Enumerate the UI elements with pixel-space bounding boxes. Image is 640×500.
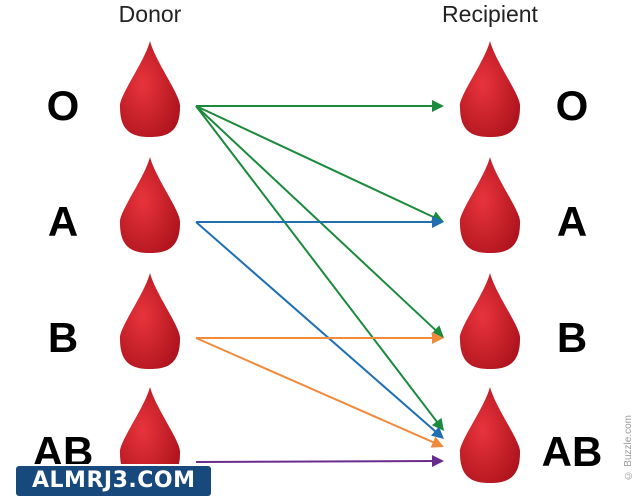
arrow-o-to-o xyxy=(196,100,444,112)
site-watermark: ALMRJ3.COM xyxy=(16,466,212,496)
donor-drop-a xyxy=(119,157,181,253)
donor-header: Donor xyxy=(118,1,182,27)
recipient-label-ab: AB xyxy=(541,428,603,475)
donor-label-a: A xyxy=(47,198,79,245)
credit-text: © Buzzle.com xyxy=(623,415,634,481)
arrow-a-to-a xyxy=(196,216,444,228)
recipient-header: Recipient xyxy=(442,1,538,27)
recipient-drop-o xyxy=(459,41,521,137)
arrow-o-to-a xyxy=(195,105,444,223)
donor-label-o: O xyxy=(46,82,80,129)
arrow-b-to-ab xyxy=(195,337,444,448)
arrow-b-to-b xyxy=(196,332,444,344)
recipient-label-b: B xyxy=(556,314,588,361)
donor-drop-o xyxy=(119,41,181,137)
donor-label-b: B xyxy=(47,314,79,361)
donor-drop-b xyxy=(119,273,181,369)
recipient-drop-b xyxy=(459,273,521,369)
recipient-label-a: A xyxy=(556,198,588,245)
arrow-o-to-ab xyxy=(195,105,444,431)
recipient-label-o: O xyxy=(555,82,589,129)
arrow-ab-to-ab xyxy=(195,455,444,468)
recipient-drop-a xyxy=(459,157,521,253)
recipient-drop-ab xyxy=(459,387,521,483)
arrow-a-to-ab xyxy=(195,221,444,439)
donor-drop-ab xyxy=(119,387,181,483)
